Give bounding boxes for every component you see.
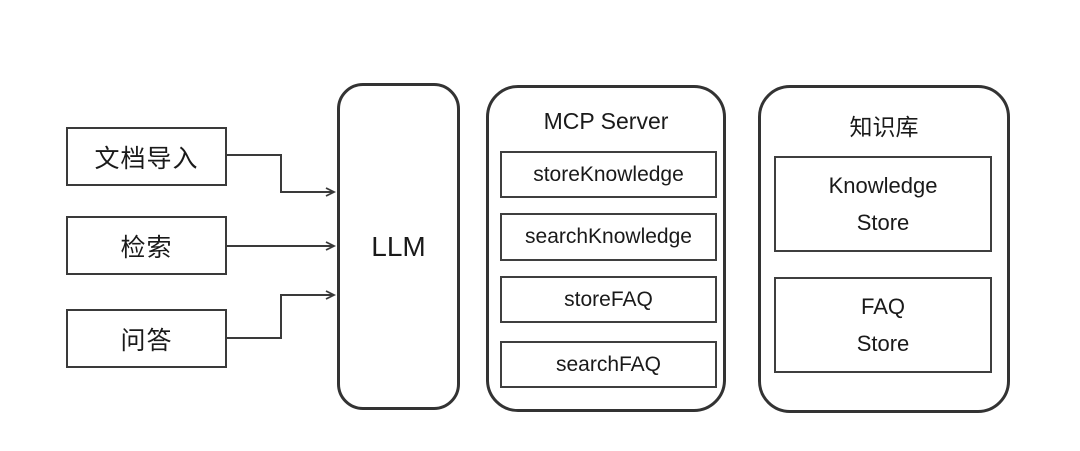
tool-label-search-faq: searchFAQ [555, 352, 662, 376]
knowledge-store-line2: Store [856, 210, 910, 235]
llm-label: LLM [371, 230, 426, 262]
knowledge-store-line1: Knowledge [828, 173, 938, 198]
tool-label-store-faq: storeFAQ [564, 287, 653, 311]
faq-store-line2: Store [856, 331, 910, 356]
tool-box-search-faq: searchFAQ [500, 341, 717, 388]
arrow-doc-import-to-llm [227, 154, 337, 197]
tool-box-store-faq: storeFAQ [500, 276, 717, 323]
tool-label-store-knowledge: storeKnowledge [533, 162, 684, 186]
input-label-qa: 问答 [120, 326, 173, 355]
store-box-faq-store: FAQ Store [774, 277, 992, 373]
tool-box-store-knowledge: storeKnowledge [500, 151, 717, 198]
input-box-document-import: 文档导入 [66, 127, 227, 186]
input-label-document-import: 文档导入 [94, 144, 199, 173]
input-box-qa: 问答 [66, 309, 227, 368]
tool-label-search-knowledge: searchKnowledge [525, 225, 692, 248]
arrow-qa-to-llm [227, 290, 337, 339]
llm-node: LLM [337, 83, 460, 410]
faq-store-line1: FAQ [860, 294, 905, 319]
input-label-retrieval: 检索 [120, 233, 173, 262]
tool-box-search-knowledge: searchKnowledge [500, 213, 717, 261]
mcp-server-title: MCP Server [543, 108, 669, 134]
input-box-retrieval: 检索 [66, 216, 227, 275]
knowledge-base-title: 知识库 [849, 114, 919, 140]
store-box-knowledge-store: Knowledge Store [774, 156, 992, 252]
